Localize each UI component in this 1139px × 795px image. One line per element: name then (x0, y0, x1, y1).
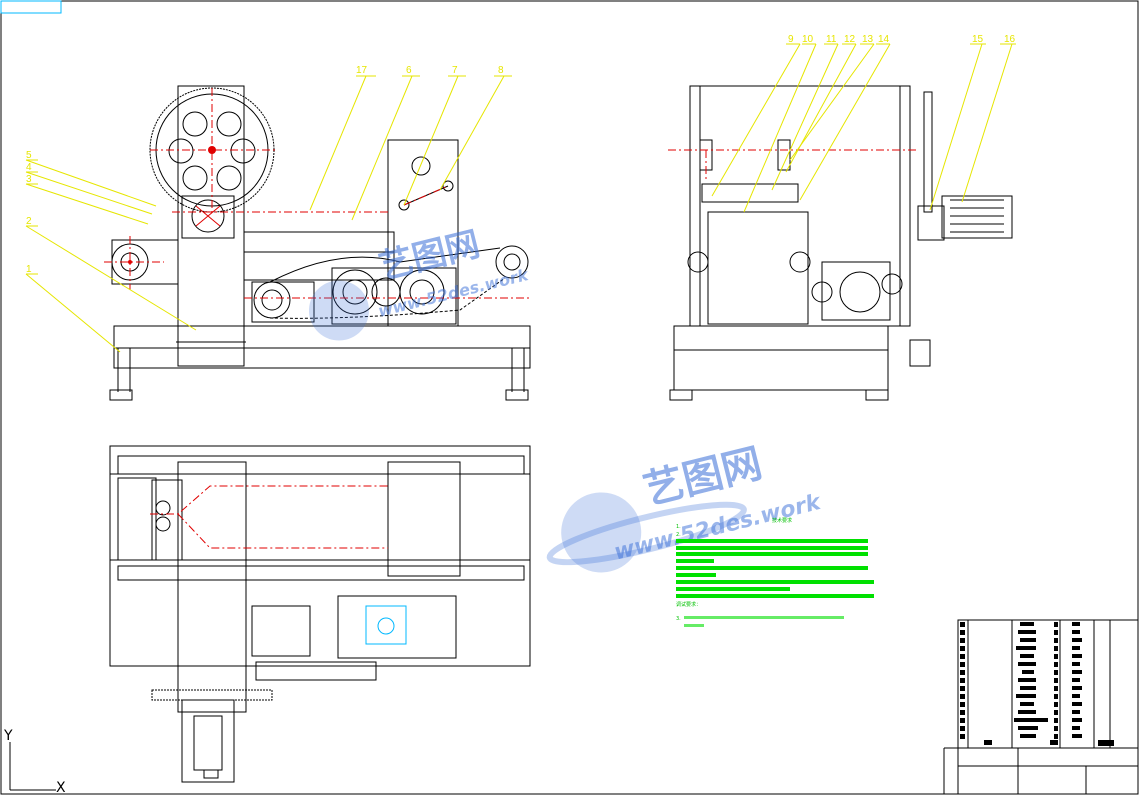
callout-12: 12 (844, 34, 856, 45)
notes-line-2: 2. (676, 532, 681, 538)
front-callout-labels: 5 4 3 2 1 17 6 7 8 (26, 65, 504, 275)
bom-rows (960, 622, 1114, 746)
callout-10: 10 (802, 34, 814, 45)
callout-9: 9 (788, 34, 794, 45)
side-centerlines (668, 149, 918, 180)
top-view (109, 445, 531, 783)
callout-4: 4 (26, 162, 32, 173)
technical-notes: 技术要求 1. 2. 调试要求： 3. (676, 517, 874, 627)
notes-section: 调试要求： (676, 601, 701, 608)
callout-11: 11 (826, 34, 837, 45)
callout-8: 8 (498, 65, 504, 76)
callout-16: 16 (1004, 34, 1016, 45)
watermark-brand-large: 艺图网 (639, 440, 767, 514)
callout-6: 6 (406, 65, 412, 76)
axis-x-label: X (56, 780, 66, 795)
top-hopper (177, 461, 247, 713)
callout-7: 7 (452, 65, 458, 76)
side-view (669, 85, 1013, 401)
hopper-housing (177, 85, 245, 367)
globe-icon (308, 280, 369, 341)
side-frame (689, 85, 911, 327)
callout-17: 17 (356, 65, 368, 76)
callout-3: 3 (26, 174, 32, 185)
callout-5: 5 (26, 150, 32, 161)
bom-table (957, 619, 1139, 795)
notes-line-3: 3. (676, 616, 681, 622)
callout-13: 13 (862, 34, 874, 45)
globe-icon (561, 492, 642, 573)
top-centerlines (150, 485, 388, 549)
callout-15: 15 (972, 34, 984, 45)
corner-tag (0, 0, 62, 14)
callout-2: 2 (26, 216, 32, 227)
callout-leaders (25, 43, 1016, 353)
top-frame (109, 445, 531, 667)
title-block (943, 619, 1139, 795)
side-callout-labels: 9 10 11 12 13 14 15 16 (788, 34, 1016, 45)
watermark-front: 艺图网 www.52des.work (308, 224, 531, 341)
callout-14: 14 (878, 34, 890, 45)
notes-line-1: 1. (676, 524, 681, 530)
notes-title: 技术要求 (772, 517, 792, 524)
callout-1: 1 (26, 264, 32, 275)
side-motor (941, 195, 1013, 239)
ucs-axes (9, 742, 56, 791)
watermark-brand: 艺图网 (375, 224, 484, 287)
axis-y-label: Y (3, 728, 13, 744)
